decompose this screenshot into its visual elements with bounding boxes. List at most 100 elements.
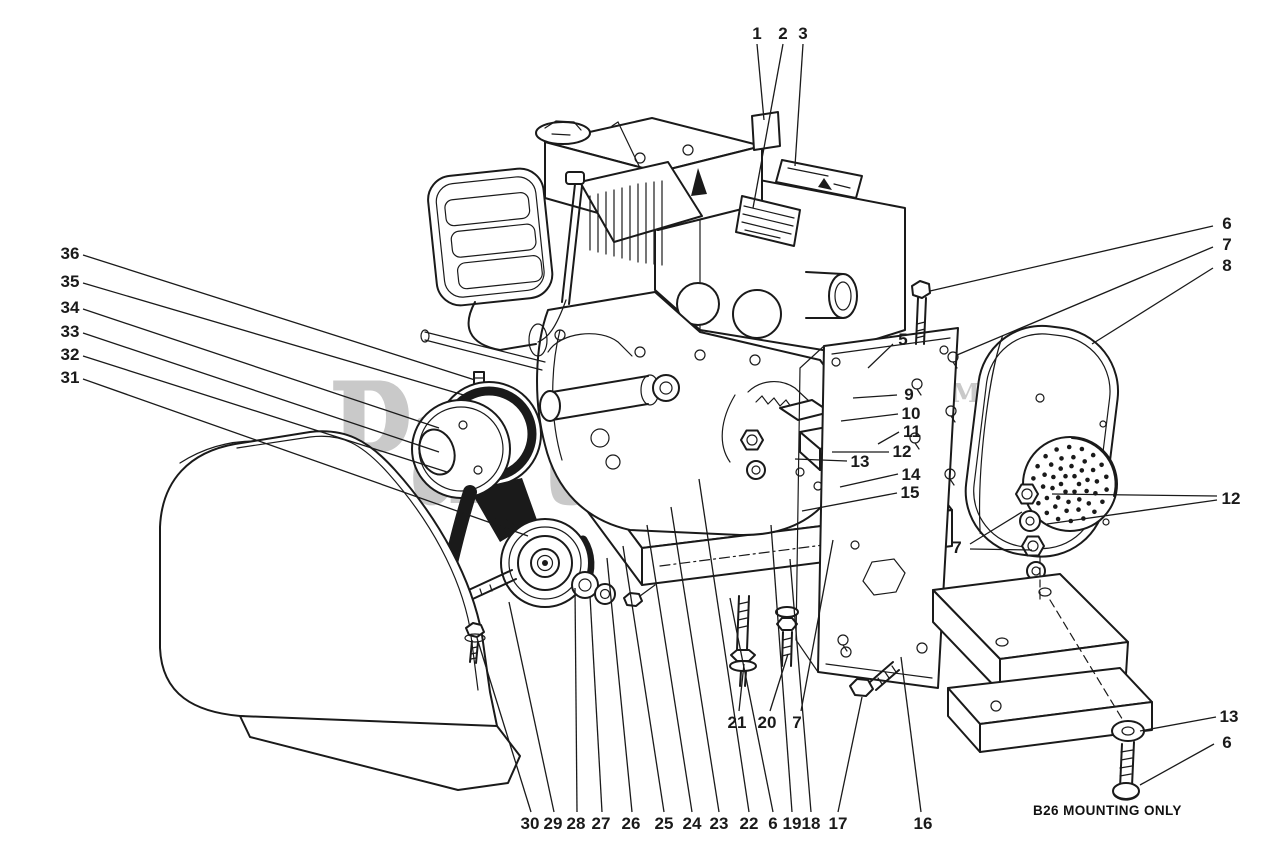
perforation-dot (1082, 459, 1087, 464)
hex-cutout (862, 558, 906, 596)
side-mounting-plate (795, 327, 959, 689)
leader-line-1-0 (756, 43, 765, 121)
perforation-dot (1036, 500, 1041, 506)
idler-pulley (500, 518, 590, 608)
leader-line-15-13 (801, 492, 898, 512)
perforation-dot (1058, 481, 1064, 487)
perforation-dot (1085, 477, 1090, 483)
perforation-dot (1066, 444, 1072, 450)
callout-14-12: 14 (902, 465, 921, 484)
callout-13-11: 13 (851, 452, 870, 471)
perforation-dot (1055, 495, 1061, 500)
callout-28-23: 28 (567, 814, 586, 833)
callout-33-37: 33 (61, 322, 80, 341)
callout-8-5: 8 (1222, 256, 1231, 275)
perforation-dot (1094, 479, 1100, 484)
perforation-dot (1076, 481, 1082, 487)
callout-36-40: 36 (61, 244, 80, 263)
leader-line-26-25 (606, 557, 633, 813)
callout-11-9: 11 (903, 422, 921, 441)
callout-7-4: 7 (1222, 235, 1231, 254)
callout-23-28: 23 (710, 814, 729, 833)
callout-6-3: 6 (1222, 214, 1231, 233)
mounting-bracket (932, 555, 1153, 753)
perforation-dot (1044, 495, 1050, 501)
leader-line-28-23 (574, 587, 578, 813)
perforation-dot (1072, 473, 1077, 479)
leader-line-17-33 (837, 696, 863, 813)
callout-30-21: 30 (521, 814, 540, 833)
muffler (964, 324, 1120, 558)
leader-line-14-12 (839, 473, 899, 488)
leader-line-27-24 (589, 595, 603, 813)
perforation-dot (1086, 501, 1092, 506)
muffler-perforations (1031, 444, 1109, 524)
perforation-dot (1090, 467, 1096, 473)
callout-16-34: 16 (914, 814, 933, 833)
callout-26-25: 26 (622, 814, 641, 833)
perforation-dot (1054, 447, 1059, 452)
callout-6-30: 6 (768, 814, 777, 833)
air-cleaner (427, 167, 554, 307)
plate-screws (837, 351, 959, 652)
perforation-dot (1069, 463, 1074, 469)
cylinder-head-fins (579, 144, 707, 266)
callout-24-27: 24 (683, 814, 702, 833)
leader-line-32-36 (82, 355, 448, 473)
leader-line-23-28 (670, 506, 720, 813)
engine-mount-bolt (911, 280, 931, 345)
leader-line-20-19 (769, 653, 789, 712)
callout-7-15: 7 (952, 538, 961, 557)
callout-35-39: 35 (61, 272, 80, 291)
leader-line-6-3 (929, 225, 1214, 292)
bracket-washer-bolt (1111, 720, 1145, 801)
perforation-dot (1055, 516, 1061, 522)
leader-line-25-26 (622, 545, 665, 813)
perforation-dot (1043, 453, 1048, 459)
caption-b26-mounting-only: B26 MOUNTING ONLY (1033, 803, 1182, 818)
callout-13-16: 13 (1220, 707, 1239, 726)
belt-guard (159, 430, 521, 791)
base-bolt-20 (775, 606, 799, 667)
leader-line-7-15 (969, 548, 1033, 551)
callout-22-29: 22 (740, 814, 759, 833)
callout-6-17: 6 (1222, 733, 1231, 752)
perforation-dot (1058, 466, 1063, 471)
perforation-dot (1053, 504, 1058, 509)
perforation-dot (1072, 489, 1077, 495)
leader-line-13-11 (794, 458, 848, 462)
muffler-hardware (1015, 483, 1046, 581)
leader-line-3-2 (794, 43, 804, 167)
perforation-dot (1063, 473, 1068, 479)
leader-line-2-1 (752, 43, 784, 209)
fuel-cap (535, 121, 591, 145)
muffler-outlet (1022, 393, 1118, 532)
leader-line-8-5 (1091, 267, 1214, 345)
callout-29-22: 29 (544, 814, 563, 833)
bracket-bolt-17 (849, 661, 900, 697)
perforation-dot (1050, 485, 1055, 491)
decals (735, 111, 863, 247)
leader-line-12-14 (1051, 493, 1218, 497)
callout-9-7: 9 (904, 385, 913, 404)
callout-15-13: 15 (901, 483, 920, 502)
perforation-dot (1076, 507, 1081, 512)
callout-32-36: 32 (61, 345, 80, 364)
leader-line-24-27 (646, 524, 693, 813)
perforation-dot (1040, 484, 1046, 489)
leader-line-34-38 (82, 308, 440, 429)
callout-1-0: 1 (752, 24, 761, 43)
clutch-plate (411, 399, 511, 499)
perforation-dot (1042, 472, 1047, 478)
leader-line-18-32 (789, 558, 812, 813)
perforation-dot (1035, 463, 1040, 469)
leader-line-11-9 (877, 431, 900, 445)
leader-line-10-8 (840, 413, 899, 422)
perforation-dot (1044, 510, 1050, 516)
perforation-dot (1051, 474, 1056, 480)
perforation-dot (1079, 468, 1085, 473)
perforation-dot (1099, 462, 1104, 468)
